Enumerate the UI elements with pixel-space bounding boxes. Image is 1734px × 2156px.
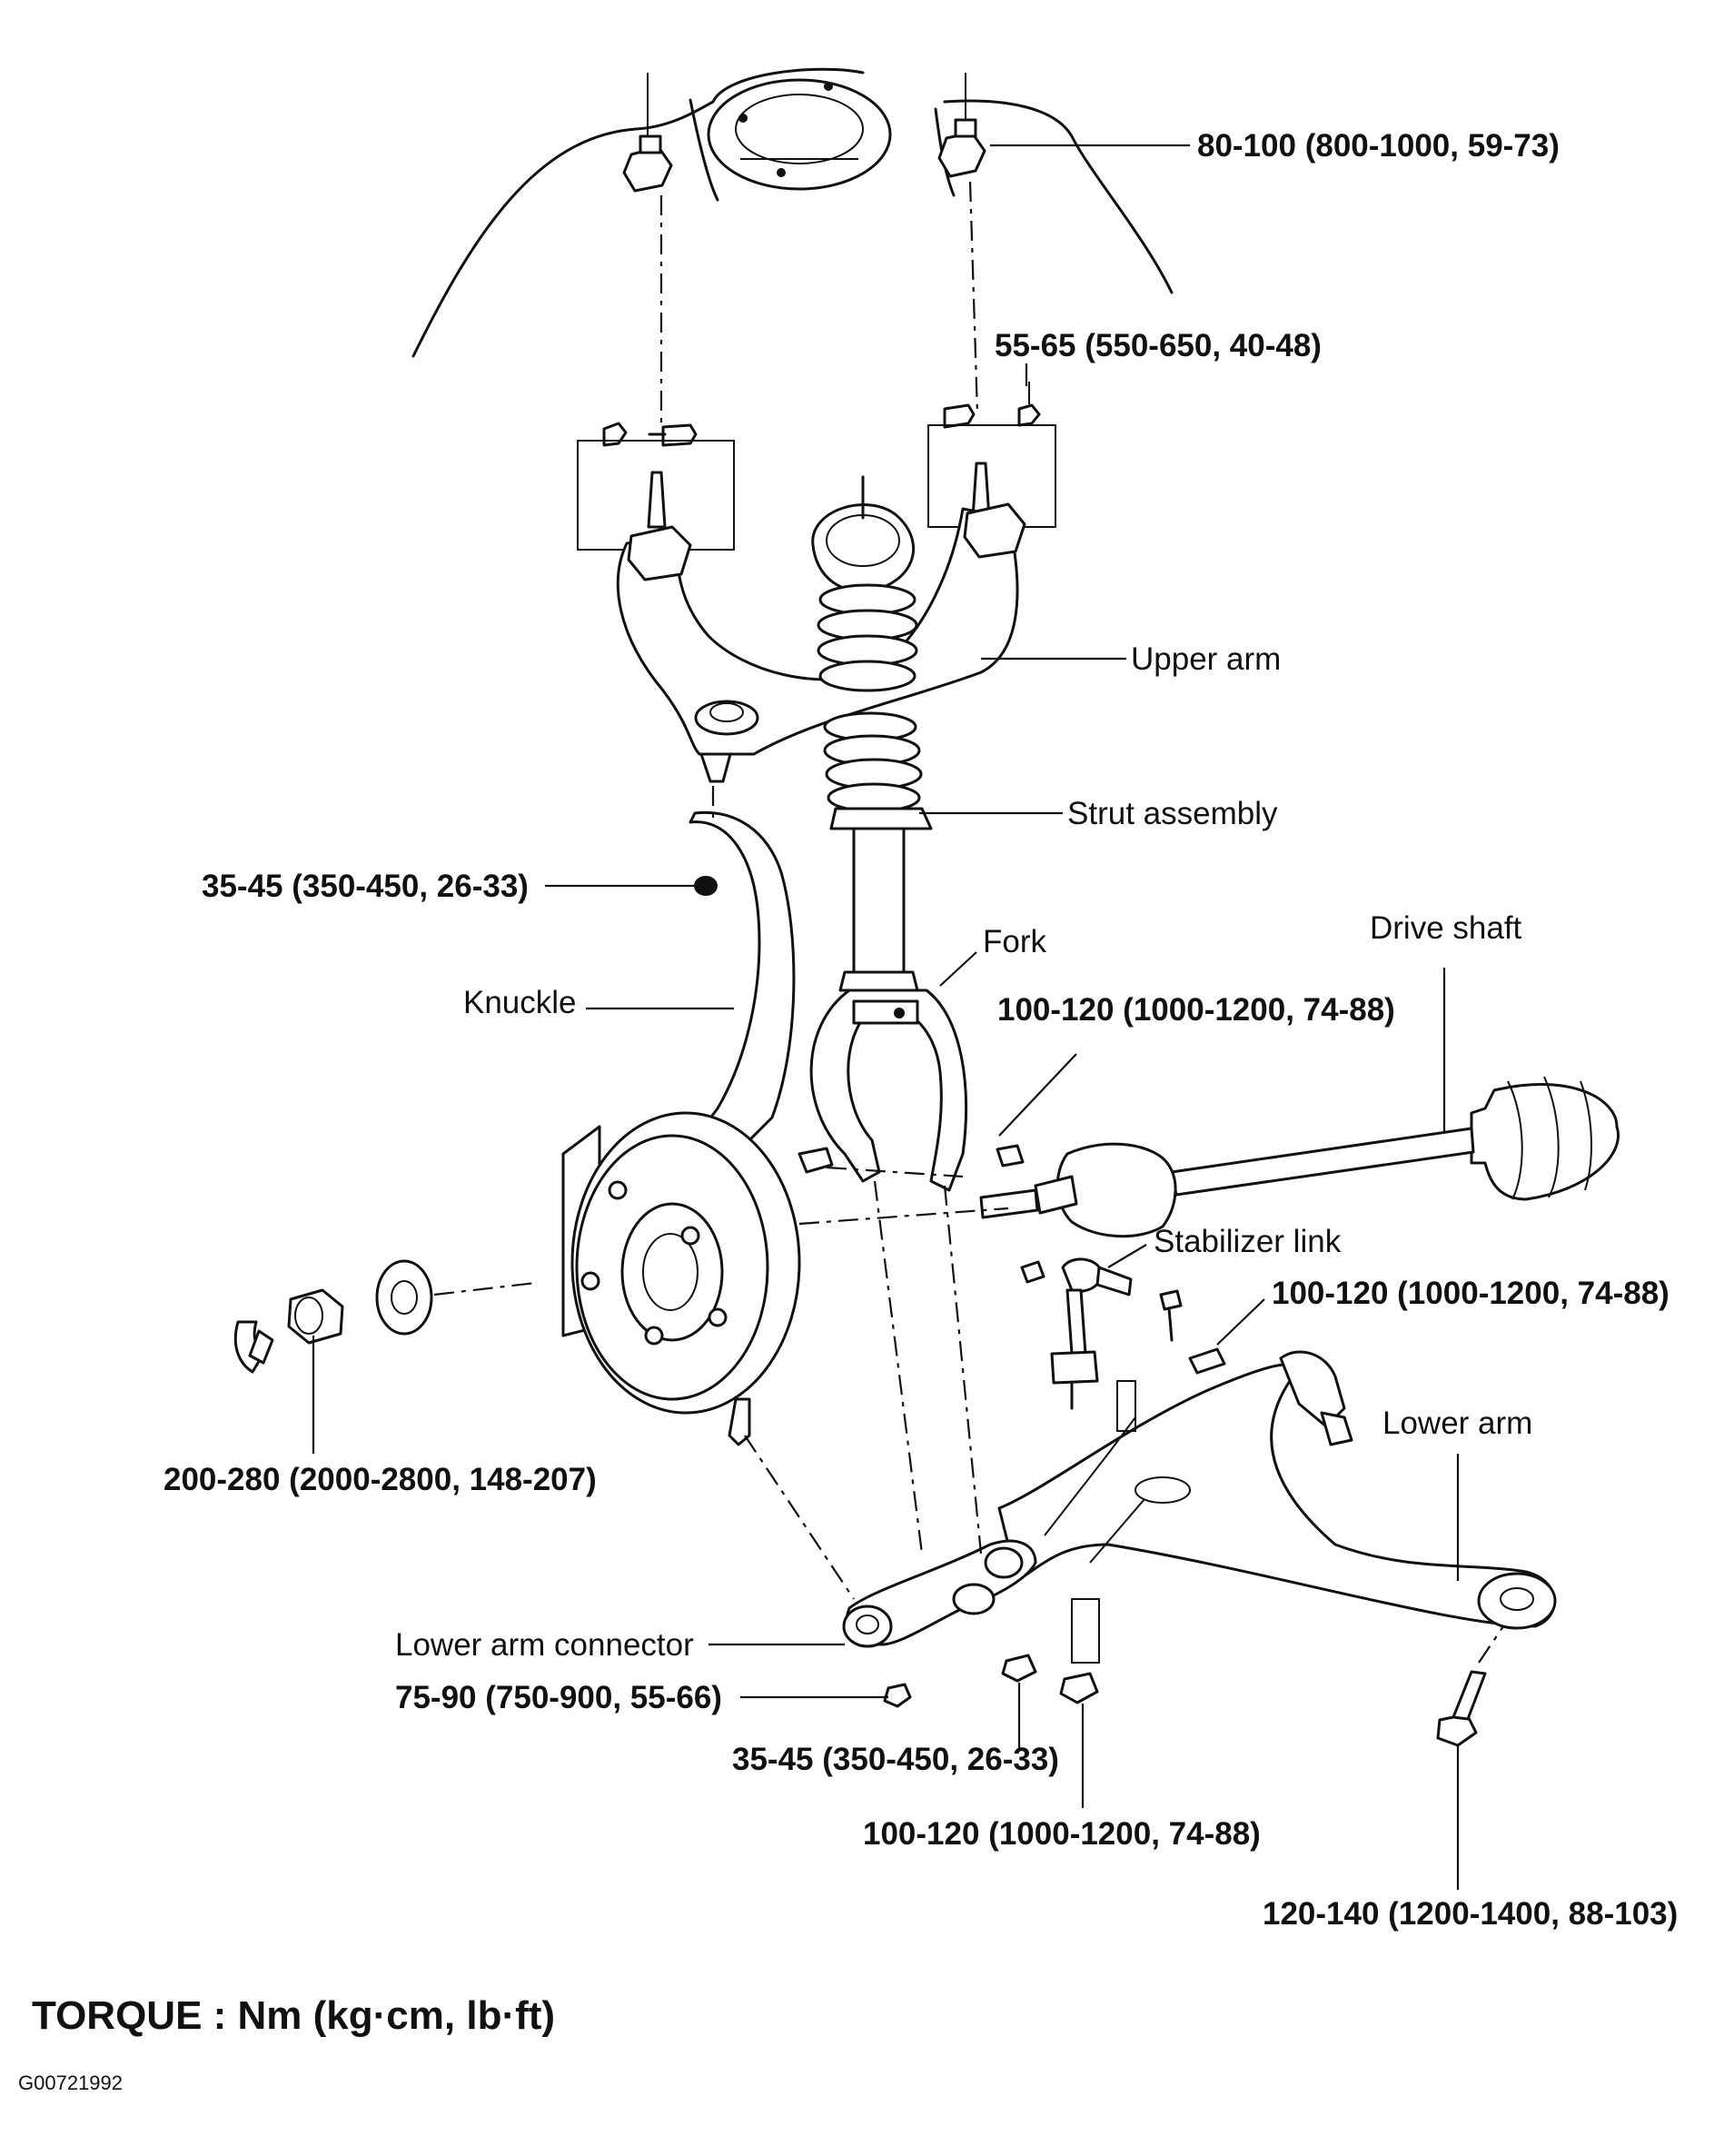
- upper-arm-bolts: [577, 181, 1056, 551]
- callout-labels: 80-100 (800-1000, 59-73) 55-65 (550-650,…: [163, 128, 1678, 1932]
- lower-arm-label: Lower arm: [1382, 1406, 1532, 1441]
- fork-label: Fork: [983, 924, 1047, 959]
- stabilizer-link-label: Stabilizer link: [1154, 1224, 1342, 1259]
- hub-nut-assembly: [233, 1259, 537, 1374]
- leader-lines: [312, 144, 1460, 1890]
- strut-tower-outline: [411, 67, 1174, 358]
- torque-lower-arm-bolt-label: 120-140 (1200-1400, 88-103): [1263, 1896, 1678, 1932]
- stabilizer-bracket-bolts: [1159, 1289, 1226, 1375]
- torque-upper-arm-mount-label: 55-65 (550-650, 40-48): [995, 328, 1322, 363]
- torque-lower-arm-connector-label: 75-90 (750-900, 55-66): [395, 1680, 722, 1715]
- fork: [798, 989, 968, 1192]
- torque-upper-ball-joint-label: 35-45 (350-450, 26-33): [202, 869, 529, 904]
- upper-arm: [616, 502, 1026, 783]
- torque-lower-nut-2-label: 100-120 (1000-1200, 74-88): [863, 1816, 1261, 1852]
- knuckle-label: Knuckle: [463, 985, 577, 1020]
- strut-assembly-label: Strut assembly: [1067, 796, 1278, 831]
- torque-hub-nut-label: 200-280 (2000-2800, 148-207): [163, 1462, 597, 1497]
- top-mount-nut-right: [937, 73, 986, 178]
- torque-lower-nut-1-label: 35-45 (350-450, 26-33): [732, 1742, 1059, 1777]
- drive-shaft: [979, 1076, 1620, 1238]
- lower-arm-connector: [842, 1539, 1037, 1648]
- strut-assembly: [811, 475, 933, 992]
- figure-code: G00721992: [18, 2072, 123, 2094]
- alignment-lines: [711, 786, 1009, 1600]
- torque-fork-bolt-label: 100-120 (1000-1200, 74-88): [997, 992, 1395, 1028]
- upper-arm-label: Upper arm: [1131, 641, 1281, 677]
- brake-disc-hub: [561, 1111, 801, 1446]
- drive-shaft-label: Drive shaft: [1370, 910, 1522, 946]
- fork-pinch-bolt: [826, 1144, 1025, 1178]
- lower-arm-connector-label: Lower arm connector: [395, 1627, 694, 1663]
- strut-coil-spring: [817, 583, 923, 813]
- torque-units-caption: TORQUE : Nm (kg·cm, lb·ft): [32, 1993, 555, 2038]
- footer: TORQUE : Nm (kg·cm, lb·ft) G00721992: [18, 1993, 555, 2094]
- lower-hardware: [883, 1625, 1504, 1747]
- torque-top-mount-label: 80-100 (800-1000, 59-73): [1197, 128, 1560, 164]
- stabilizer-link: [1020, 1257, 1133, 1410]
- lower-arm: [997, 1350, 1557, 1664]
- torque-stabilizer-link-label: 100-120 (1000-1200, 74-88): [1272, 1276, 1670, 1311]
- top-mount-nut-left: [622, 73, 673, 193]
